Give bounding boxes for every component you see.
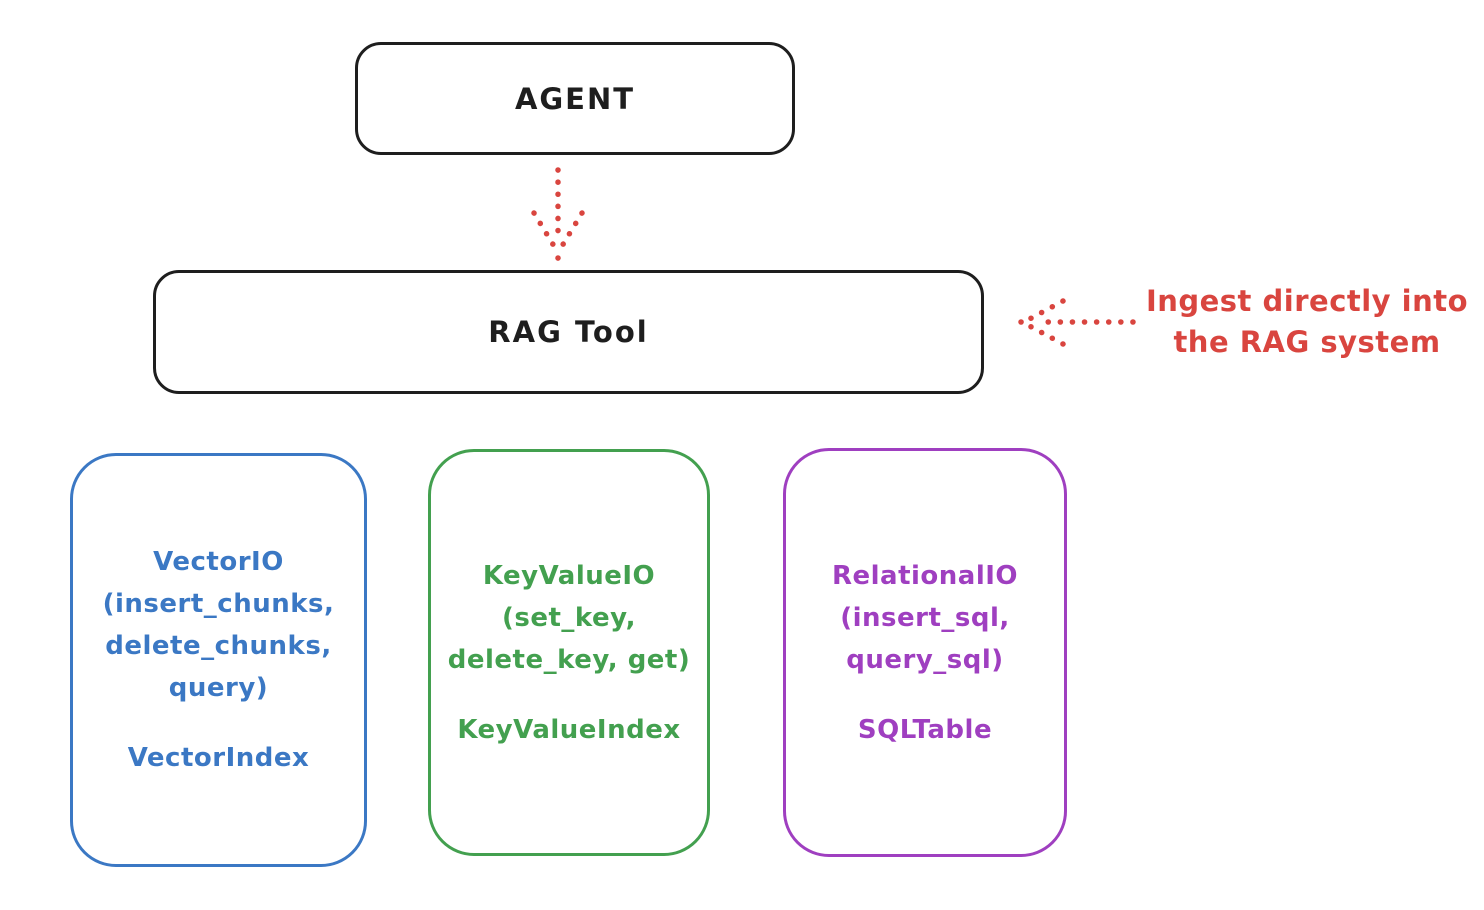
- vector-io-line: (insert_chunks,: [102, 589, 335, 619]
- key-value-io-line: KeyValueIO: [482, 560, 656, 591]
- key-value-io-line: delete_key, get): [447, 644, 691, 675]
- annotation-ingest: Ingest directly into the RAG system: [1140, 281, 1474, 363]
- relational-io-line: query_sql): [846, 644, 1004, 675]
- relational-io-card: RelationalIO (insert_sql, query_sql) SQL…: [783, 448, 1067, 857]
- key-value-io-line: (set_key,: [502, 602, 636, 633]
- relational-io-signature: RelationalIO (insert_sql, query_sql): [832, 555, 1018, 681]
- rag-tool-label: RAG Tool: [488, 315, 649, 349]
- relational-io-line: (insert_sql,: [840, 602, 1010, 633]
- vector-io-card: VectorIO (insert_chunks, delete_chunks, …: [70, 453, 367, 867]
- dotted-arrow-down-icon: [531, 167, 585, 261]
- vector-io-line: VectorIO: [153, 547, 284, 577]
- agent-node: AGENT: [355, 42, 795, 155]
- key-value-io-signature: KeyValueIO (set_key, delete_key, get): [448, 555, 691, 681]
- vector-io-line: query): [168, 673, 269, 703]
- key-value-index-label: KeyValueIndex: [457, 714, 681, 745]
- vector-io-signature: VectorIO (insert_chunks, delete_chunks, …: [103, 541, 335, 709]
- vector-io-line: delete_chunks,: [105, 631, 332, 661]
- key-value-io-card: KeyValueIO (set_key, delete_key, get) Ke…: [428, 449, 710, 856]
- dotted-arrow-left-icon: [1018, 298, 1136, 347]
- vector-index-label: VectorIndex: [127, 743, 310, 773]
- relational-io-line: RelationalIO: [831, 560, 1019, 591]
- agent-label: AGENT: [514, 81, 636, 116]
- sql-table-label: SQLTable: [857, 714, 993, 745]
- rag-tool-node: RAG Tool: [153, 270, 984, 394]
- annotation-line-2: the RAG system: [1173, 325, 1441, 359]
- annotation-line-1: Ingest directly into: [1145, 284, 1469, 318]
